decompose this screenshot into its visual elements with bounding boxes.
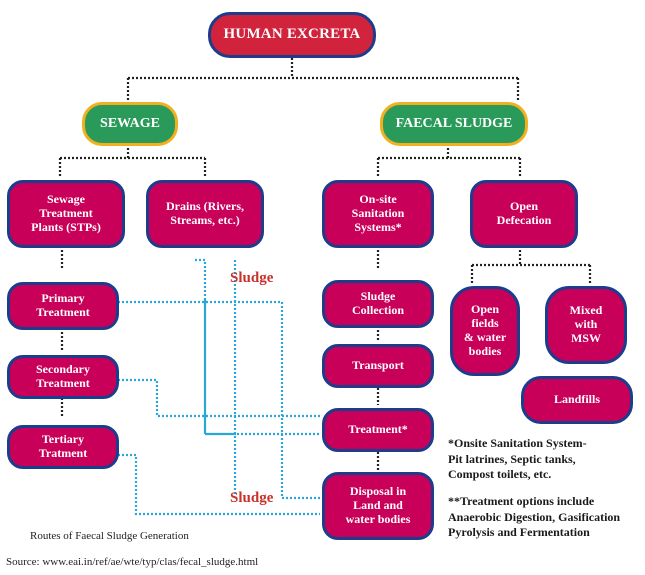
mixed-msw-label: Mixed with MSW (569, 303, 603, 345)
hierarchy-connectors (58, 58, 592, 470)
primary-treatment-label: Primary Treatment (36, 291, 90, 319)
stps-label: Sewage Treatment Plants (STPs) (31, 192, 101, 234)
treatment-label: Treatment* (348, 422, 408, 437)
transport-label: Transport (352, 358, 404, 373)
mixed-msw-node: Mixed with MSW (545, 286, 627, 364)
open-fields-label: Open fields & water bodies (463, 302, 507, 358)
figure-caption: Routes of Faecal Sludge Generation (30, 530, 189, 542)
open-fields-node: Open fields & water bodies (450, 286, 520, 376)
open-defecation-node: Open Defecation (470, 180, 578, 248)
drains-label: Drains (Rivers, Streams, etc.) (166, 199, 244, 227)
source-citation: Source: www.eai.in/ref/ae/wte/typ/clas/f… (6, 556, 259, 568)
stps-node: Sewage Treatment Plants (STPs) (7, 180, 125, 248)
transport-node: Transport (322, 344, 434, 388)
tertiary-treatment-node: Tertiary Tratment (7, 425, 119, 469)
landfills-label: Landfills (553, 392, 601, 407)
treatment-node: Treatment* (322, 408, 434, 452)
sewage-node: SEWAGE (82, 102, 178, 146)
faecal-sludge-node: FAECAL SLUDGE (380, 102, 528, 146)
sludge-label-bottom: Sludge (230, 490, 274, 506)
treatment-options-footnote: **Treatment options include Anaerobic Di… (448, 494, 621, 540)
sludge-collection-node: Sludge Collection (322, 280, 434, 328)
primary-treatment-node: Primary Treatment (7, 282, 119, 330)
sludge-flow-connectors (118, 258, 320, 516)
onsite-sanitation-node: On-site Sanitation Systems* (322, 180, 434, 248)
sludge-collection-label: Sludge Collection (352, 289, 404, 317)
sludge-label-top: Sludge (230, 270, 274, 286)
human-excreta-node: HUMAN EXCRETA (208, 12, 376, 58)
tertiary-treatment-label: Tertiary Tratment (38, 432, 88, 460)
disposal-label: Disposal in Land and water bodies (345, 484, 411, 526)
landfills-node: Landfills (521, 376, 633, 424)
drains-node: Drains (Rivers, Streams, etc.) (146, 180, 264, 248)
secondary-treatment-node: Secondary Treatment (7, 355, 119, 399)
onsite-sanitation-label: On-site Sanitation Systems* (351, 192, 405, 234)
sewage-label: SEWAGE (100, 115, 160, 131)
secondary-treatment-label: Secondary Treatment (36, 362, 90, 390)
open-defecation-label: Open Defecation (496, 199, 552, 227)
faecal-sludge-label: FAECAL SLUDGE (395, 115, 513, 131)
onsite-sanitation-footnote: *Onsite Sanitation System- Pit latrines,… (448, 436, 587, 482)
human-excreta-label: HUMAN EXCRETA (223, 26, 361, 43)
disposal-node: Disposal in Land and water bodies (322, 472, 434, 540)
